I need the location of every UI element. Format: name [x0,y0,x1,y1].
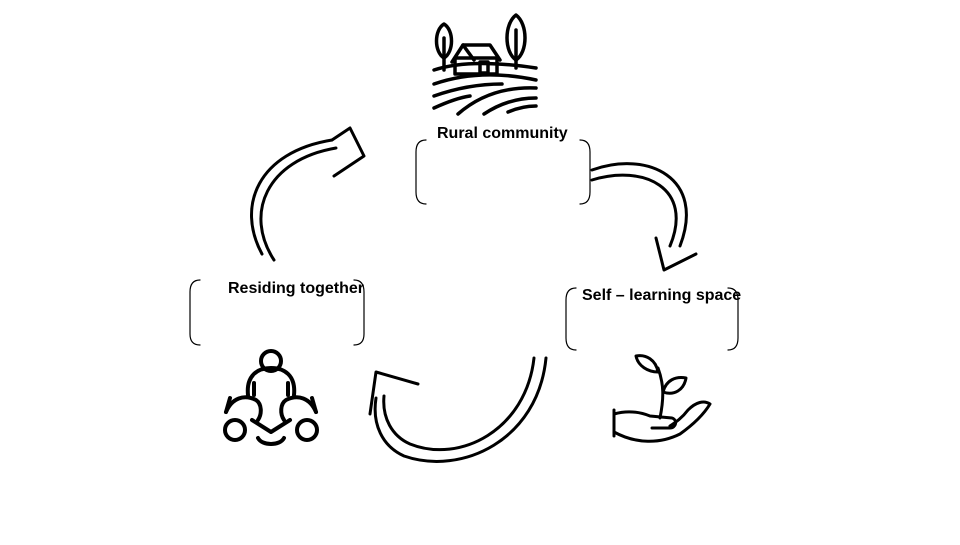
label-rural-community: Rural community [437,125,568,142]
arrow-residing-to-rural [250,126,366,262]
label-self-learning-space: Self – learning space [582,287,742,304]
farm-landscape-icon [432,13,538,116]
bracket-self [565,287,739,351]
bracket-residing [189,279,365,346]
plant-in-hand-icon [612,354,712,443]
bracket-rural [415,139,591,205]
people-group-icon [223,349,319,446]
arrow-self-to-residing [368,356,548,463]
label-residing-together: Residing together [228,280,365,297]
arrow-rural-to-self [590,162,698,272]
